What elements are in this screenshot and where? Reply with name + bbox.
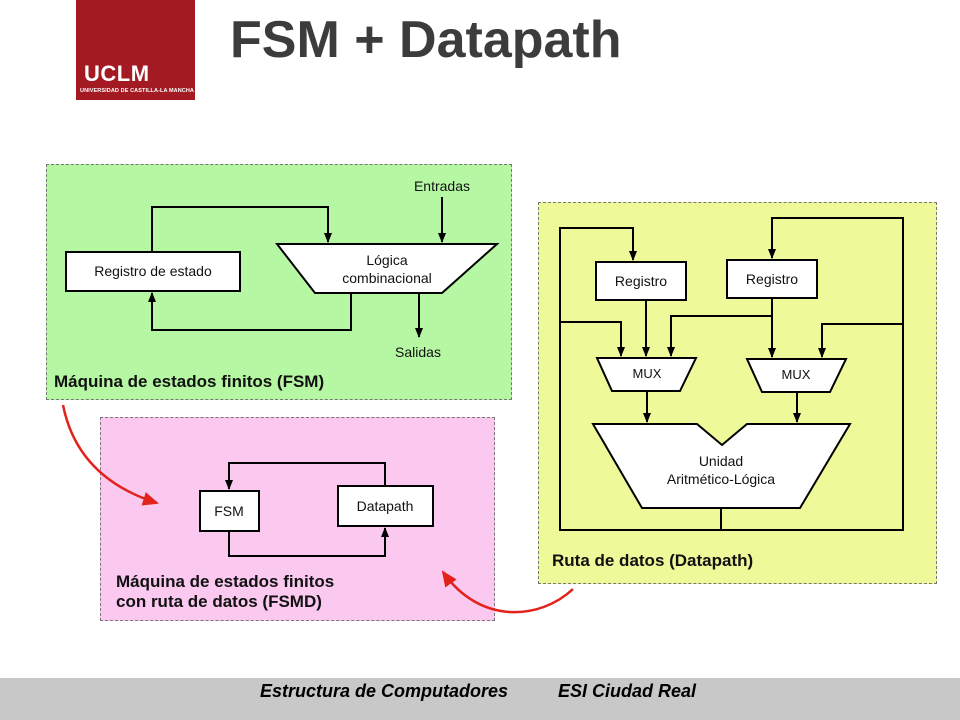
datapath-panel-caption: Ruta de datos (Datapath) xyxy=(552,551,754,570)
mux-left-label: MUX xyxy=(633,366,662,381)
logo-name: UCLM xyxy=(84,61,150,86)
alu-feedback-outer-right xyxy=(721,217,904,531)
logic-label-line2: combinacional xyxy=(342,270,432,286)
register-left-label: Registro xyxy=(615,273,667,289)
alu-label-line2: Aritmético-Lógica xyxy=(667,471,775,487)
datapath-box-label: Datapath xyxy=(357,498,414,514)
register-left-box xyxy=(595,261,687,301)
footer-bar xyxy=(0,678,960,720)
inputs-label: Entradas xyxy=(414,178,470,194)
combinational-logic-block xyxy=(274,243,500,294)
register-right-label: Registro xyxy=(746,271,798,287)
outputs-label: Salidas xyxy=(395,344,441,360)
feedback-to-mux-right xyxy=(818,323,903,358)
slide-title: FSM + Datapath xyxy=(230,11,622,69)
logic-label-line1: Lógica xyxy=(366,252,407,268)
state-to-logic-wire xyxy=(151,206,332,252)
mux-right-label: MUX xyxy=(782,367,811,382)
footer-school: ESI Ciudad Real xyxy=(558,681,697,701)
curved-arrow-fsm-to-fsmd xyxy=(61,404,159,506)
curved-arrow-datapath-to-fsmd xyxy=(441,570,574,614)
datapath-to-fsm-wire xyxy=(225,462,386,490)
fsmd-caption-line1: Máquina de estados finitos xyxy=(116,572,335,591)
fsm-to-datapath-wire xyxy=(228,527,389,557)
footer-course: Estructura de Computadores xyxy=(260,681,509,701)
fsmd-caption-line2: con ruta de datos (FSMD) xyxy=(116,592,322,611)
mux-right xyxy=(745,358,848,393)
fsm-panel-caption: Máquina de estados finitos (FSM) xyxy=(54,372,325,391)
logo-subtitle: UNIVERSIDAD DE CASTILLA-LA MANCHA xyxy=(80,88,195,94)
alu-block xyxy=(591,423,852,509)
alu-feedback-outer-left xyxy=(559,227,722,531)
fsm-box-label: FSM xyxy=(214,503,244,519)
datapath-box xyxy=(337,485,434,527)
alu-label-line1: Unidad xyxy=(699,453,743,469)
mux-left xyxy=(595,357,698,392)
logic-feedback-wire xyxy=(148,292,352,331)
cross-reg-right-to-mux-left xyxy=(667,315,772,357)
state-register-label: Registro de estado xyxy=(94,263,212,279)
uclm-logo: UCLM UNIVERSIDAD DE CASTILLA-LA MANCHA xyxy=(76,0,195,100)
feedback-to-mux-left xyxy=(560,321,625,357)
